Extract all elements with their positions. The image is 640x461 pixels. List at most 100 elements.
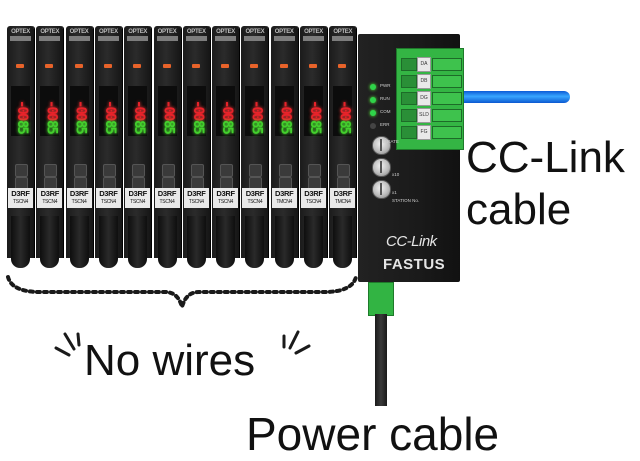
mode-button[interactable] — [337, 164, 351, 177]
terminal-lever — [401, 109, 417, 122]
green-display-value: 85 — [160, 120, 177, 133]
submodel-name: TSCN4 — [100, 199, 116, 205]
terminal-label: DA — [417, 57, 431, 72]
green-display-value: 85 — [248, 120, 265, 133]
status-led — [370, 84, 376, 90]
red-display-value: -00 — [101, 100, 118, 120]
amplifier-brand: OPTEX — [186, 29, 206, 35]
fiber-connector — [186, 216, 206, 268]
model-name: D3RF — [128, 189, 147, 198]
indicator-led — [191, 64, 200, 68]
submodel-name: TSCN4 — [159, 199, 175, 205]
mode-button[interactable] — [308, 164, 321, 177]
green-display: 85 — [333, 116, 352, 158]
amplifier-brand: OPTEX — [69, 29, 89, 35]
model-name: D3RF — [245, 189, 265, 198]
status-led-label: PWR — [380, 83, 391, 88]
mode-button[interactable] — [249, 164, 263, 177]
indicator-led — [74, 64, 83, 68]
red-display: -00 — [40, 86, 60, 136]
green-display-value: 85 — [307, 120, 323, 133]
terminal-row: DB — [399, 74, 463, 89]
terminal-label: DG — [417, 91, 431, 106]
red-display-value: -00 — [43, 100, 60, 120]
green-display-value: 85 — [72, 120, 89, 133]
power-cable-wire — [375, 314, 387, 406]
amplifier-brand: OPTEX — [157, 29, 177, 35]
rotary-switch[interactable] — [372, 158, 391, 177]
red-display: -00 — [69, 86, 89, 136]
amplifier-brand-plate — [127, 36, 149, 41]
terminal-row: SLD — [399, 108, 463, 123]
amplifier-brand-plate — [273, 36, 295, 41]
rotary-switch-label: x1 — [392, 190, 397, 195]
rotary-switch[interactable] — [372, 180, 391, 199]
amplifier-brand-plate — [10, 36, 31, 41]
power-cable-label: Power cable — [246, 408, 500, 460]
amplifier-brand: OPTEX — [11, 29, 30, 35]
submodel-name: TSCN4 — [13, 199, 28, 205]
mode-button[interactable] — [161, 164, 175, 177]
submodel-name: TMCN4 — [334, 199, 351, 205]
red-display: -00 — [157, 86, 177, 136]
red-display-value: -00 — [131, 100, 148, 120]
cclink-cable-label-line2: cable — [466, 185, 572, 234]
amplifier-brand: OPTEX — [245, 29, 265, 35]
green-display: 85 — [11, 116, 30, 158]
red-display-value: -00 — [277, 100, 294, 120]
terminal-slot — [432, 126, 462, 139]
model-name: D3RF — [99, 189, 118, 198]
green-display: 85 — [304, 116, 323, 158]
green-display: 85 — [216, 116, 235, 158]
red-display-value: -00 — [189, 100, 206, 120]
indicator-led — [45, 64, 54, 68]
amplifier-brand-plate — [215, 36, 237, 41]
fiber-connector — [304, 216, 323, 268]
green-display: 85 — [275, 116, 294, 158]
model-name: D3RF — [274, 189, 294, 198]
green-display-value: 85 — [189, 120, 206, 133]
green-display-value: 85 — [14, 120, 30, 133]
fiber-connector — [98, 216, 118, 268]
mode-button[interactable] — [73, 164, 87, 177]
mode-button[interactable] — [44, 164, 58, 177]
amplifier-brand: OPTEX — [216, 29, 236, 35]
status-led — [370, 97, 376, 103]
indicator-led — [338, 64, 347, 68]
red-display-value: -00 — [160, 100, 177, 120]
green-display-value: 85 — [43, 120, 60, 133]
red-display-value: -00 — [14, 100, 30, 120]
mode-button[interactable] — [102, 164, 116, 177]
terminal-lever — [401, 58, 417, 71]
model-name: D3RF — [333, 189, 353, 198]
amplifier-brand-plate — [39, 36, 61, 41]
mode-button[interactable] — [220, 164, 234, 177]
rotary-switch-label: B RATE — [383, 139, 399, 144]
red-display-value: -00 — [219, 100, 236, 120]
rotary-switch[interactable] — [372, 136, 391, 155]
mode-button[interactable] — [278, 164, 292, 177]
indicator-led — [103, 64, 112, 68]
mode-button[interactable] — [190, 164, 204, 177]
submodel-name: TSCN4 — [130, 199, 146, 205]
green-display-value: 85 — [336, 120, 353, 133]
amplifier-brand-plate — [68, 36, 90, 41]
cclink-cable — [448, 91, 570, 103]
mode-button[interactable] — [15, 164, 28, 177]
green-display: 85 — [99, 116, 118, 158]
mode-button[interactable] — [132, 164, 146, 177]
